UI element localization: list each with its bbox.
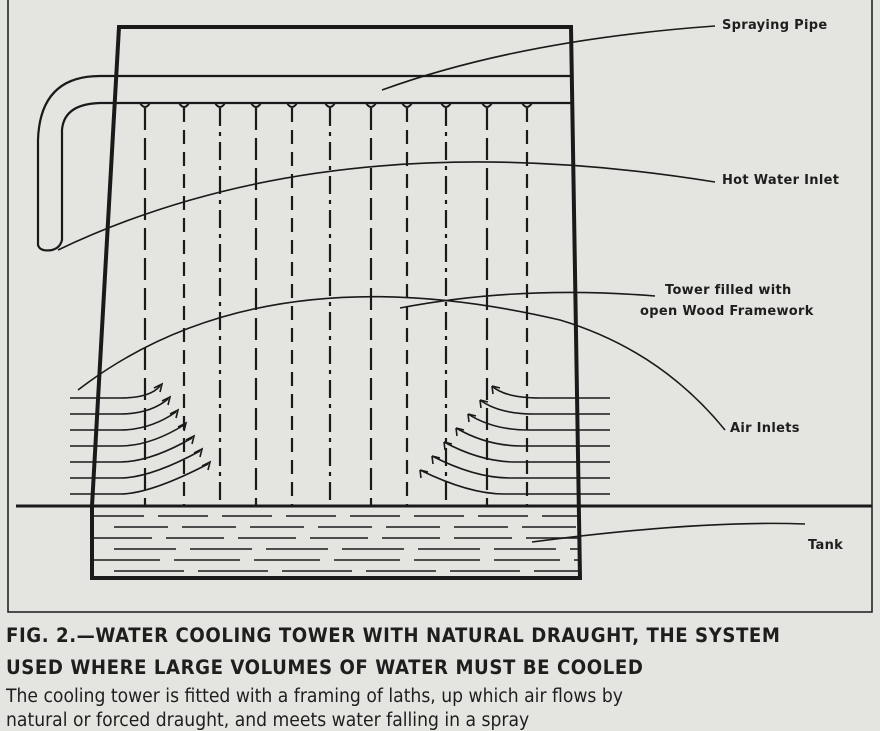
arrow-head <box>467 413 477 423</box>
arrow-head <box>491 385 501 395</box>
air-flow-left <box>70 398 169 415</box>
air-flow-left <box>70 450 201 479</box>
arrow-head <box>193 447 204 458</box>
arrow-head <box>161 395 172 406</box>
arrow-head <box>443 441 453 451</box>
air-flow-right <box>479 399 610 415</box>
arrow-head <box>479 399 489 409</box>
caption-title-line2: USED WHERE LARGE VOLUMES OF WATER MUST B… <box>6 656 644 679</box>
label-air-inlets: Air Inlets <box>730 421 800 436</box>
label-tower-line1: Tower filled with <box>665 283 792 298</box>
arrow-head <box>431 455 441 465</box>
air-flow-right <box>419 469 610 495</box>
air-flow-left <box>70 437 193 463</box>
air-flow-left <box>70 463 209 495</box>
caption-description-line2: natural or forced draught, and meets wat… <box>6 710 530 731</box>
tower-outline <box>90 25 583 580</box>
label-spraying-pipe: Spraying Pipe <box>722 18 828 33</box>
spray-nozzles <box>139 102 533 108</box>
air-flow-right <box>467 413 610 431</box>
caption-description-line1: The cooling tower is fitted with a frami… <box>6 686 623 707</box>
tank-water <box>94 515 578 572</box>
air-flow-right <box>431 455 610 479</box>
arrow-head <box>169 408 180 419</box>
label-hot-water-inlet: Hot Water Inlet <box>722 173 840 188</box>
air-flow-left <box>70 424 185 447</box>
label-tower-line2: open Wood Framework <box>640 304 814 319</box>
arrow-head <box>455 427 465 437</box>
air-flow-right <box>455 427 610 447</box>
leader-lines <box>57 25 806 543</box>
arrow-head <box>201 460 212 471</box>
caption-title-line1: FIG. 2.—WATER COOLING TOWER WITH NATURAL… <box>6 624 781 647</box>
label-tank: Tank <box>808 538 844 553</box>
air-flow-right <box>443 441 610 463</box>
air-flow-right <box>491 385 610 399</box>
air-inlet-arrows <box>70 382 610 495</box>
wood-framework-laths <box>143 108 529 506</box>
air-flow-left <box>70 411 177 431</box>
air-flow-left <box>70 385 161 399</box>
figure-frame <box>7 0 873 613</box>
arrow-head <box>419 469 429 479</box>
spraying-pipe <box>36 74 571 252</box>
arrow-head <box>185 434 196 445</box>
arrow-head <box>177 421 188 432</box>
arrow-head <box>153 382 164 393</box>
